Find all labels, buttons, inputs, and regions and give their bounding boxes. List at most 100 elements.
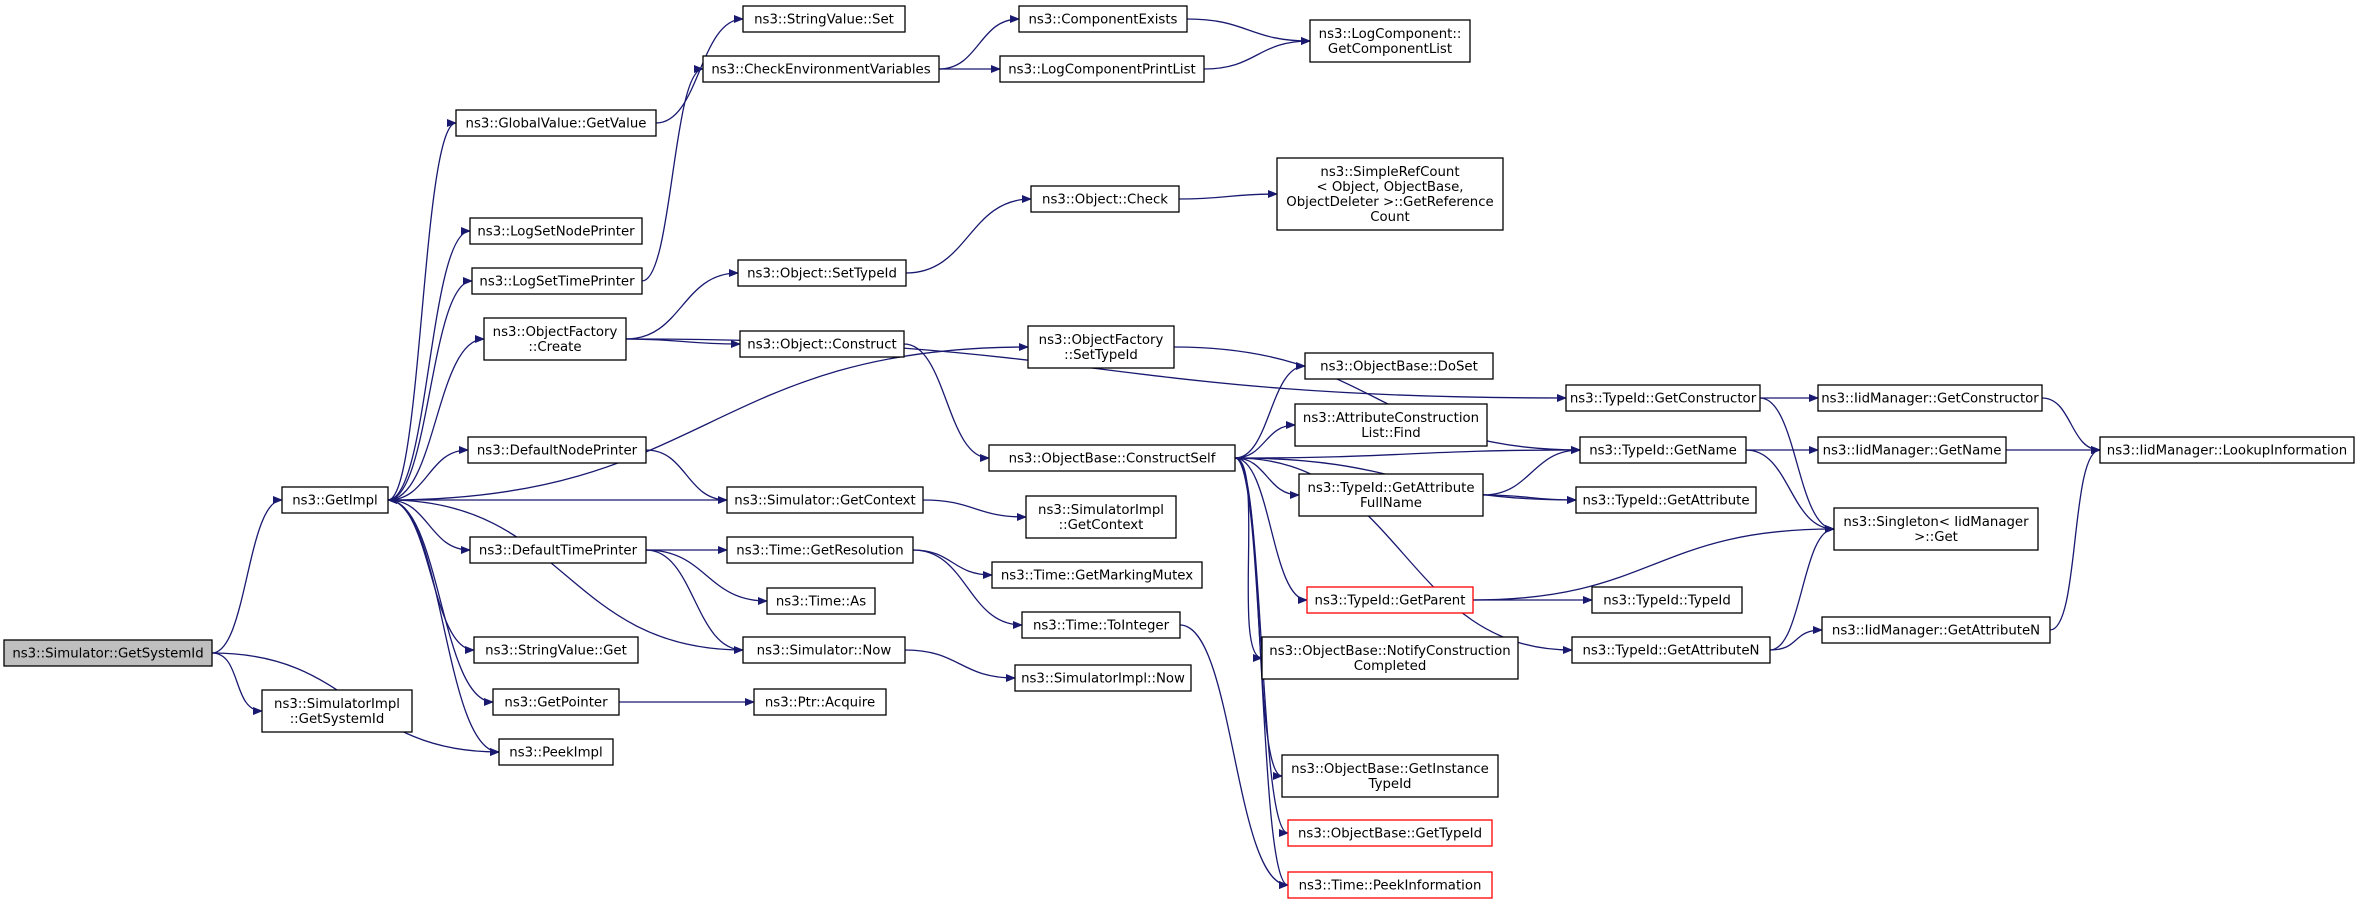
- edge-line: [1234, 457, 1308, 604]
- node-simimpl-getcontext[interactable]: ns3::SimulatorImpl::GetContext: [1025, 495, 1177, 539]
- node-label: ns3::LogSetTimePrinter: [479, 275, 635, 290]
- node-label: ns3::IidManager::LookupInformation: [2107, 444, 2347, 459]
- node-iidmanager-lookupinformation[interactable]: ns3::IidManager::LookupInformation: [2099, 436, 2355, 464]
- edge-line: [1234, 421, 1296, 459]
- node-label: TypeId: [1368, 777, 1412, 792]
- node-typeid-getname[interactable]: ns3::TypeId::GetName: [1579, 436, 1747, 464]
- node-label: ns3::ObjectFactory: [1039, 333, 1164, 348]
- node-typeid-getconstructor[interactable]: ns3::TypeId::GetConstructor: [1565, 384, 1761, 412]
- node-simimpl-now[interactable]: ns3::SimulatorImpl::Now: [1014, 664, 1192, 692]
- edge-line: [903, 343, 990, 462]
- node-label: List::Find: [1361, 426, 1420, 441]
- node-label: ns3::AttributeConstruction: [1303, 411, 1479, 426]
- node-logcomponent-getlist[interactable]: ns3::LogComponent::GetComponentList: [1309, 19, 1471, 63]
- node-simulator-getcontext[interactable]: ns3::Simulator::GetContext: [726, 486, 924, 514]
- node-label: ns3::Object::SetTypeId: [747, 267, 897, 282]
- node-label: ns3::SimpleRefCount: [1320, 165, 1459, 180]
- node-object-construct[interactable]: ns3::Object::Construct: [739, 330, 905, 358]
- node-label: ns3::TypeId::GetAttributeN: [1583, 644, 1760, 659]
- node-objectfactory-create[interactable]: ns3::ObjectFactory::Create: [483, 317, 627, 361]
- node-objectbase-gettypeid[interactable]: ns3::ObjectBase::GetTypeId: [1287, 819, 1493, 847]
- node-box: [483, 317, 627, 361]
- node-time-peekinformation[interactable]: ns3::Time::PeekInformation: [1287, 871, 1493, 899]
- node-stringvalue-get[interactable]: ns3::StringValue::Get: [473, 636, 639, 664]
- node-box: [473, 636, 639, 664]
- node-simimpl-getsystemid[interactable]: ns3::SimulatorImpl::GetSystemId: [261, 689, 413, 733]
- edge-objectfactory-settypeid-to-typeid-getname: [1173, 346, 1581, 454]
- edge-line: [1203, 37, 1311, 70]
- node-label: ns3::GlobalValue::GetValue: [466, 117, 647, 132]
- node-typeid-getparent[interactable]: ns3::TypeId::GetParent: [1306, 586, 1474, 614]
- node-box: [281, 486, 389, 514]
- node-componentexists[interactable]: ns3::ComponentExists: [1018, 5, 1188, 33]
- node-peekimpl[interactable]: ns3::PeekImpl: [498, 738, 614, 766]
- edge-typeid-getname-to-singleton-iidmanager-get: [1745, 449, 1835, 533]
- node-getimpl[interactable]: ns3::GetImpl: [281, 486, 389, 514]
- edge-defaulttimeprinter-to-simulator-now: [645, 549, 744, 654]
- edge-checkenvvars-to-componentexists: [938, 15, 1020, 70]
- node-box: [999, 55, 1205, 83]
- edge-line: [387, 499, 500, 756]
- edge-line: [1234, 362, 1306, 459]
- node-getsystemid[interactable]: ns3::Simulator::GetSystemId: [3, 639, 213, 667]
- node-label: ns3::Object::Construct: [747, 338, 896, 353]
- edge-componentexists-to-logcomponent-getlist: [1186, 18, 1311, 45]
- edge-getsystemid-to-getimpl: [211, 496, 283, 654]
- edge-objectfactory-create-to-object-settypeid: [625, 269, 739, 340]
- node-typeid-typeid[interactable]: ns3::TypeId::TypeId: [1591, 586, 1743, 614]
- node-typeid-getattributen[interactable]: ns3::TypeId::GetAttributeN: [1571, 636, 1771, 664]
- node-box: [469, 536, 647, 564]
- node-time-tointeger[interactable]: ns3::Time::ToInteger: [1021, 611, 1181, 639]
- node-time-getmarkingmutex[interactable]: ns3::Time::GetMarkingMutex: [991, 561, 1203, 589]
- node-stringvalue-set[interactable]: ns3::StringValue::Set: [742, 5, 906, 33]
- edge-line: [641, 65, 704, 282]
- nodes-layer: ns3::Simulator::GetSystemIdns3::Simulato…: [3, 5, 2355, 899]
- node-simulator-now[interactable]: ns3::Simulator::Now: [742, 636, 906, 664]
- node-box: [1021, 611, 1181, 639]
- node-box: [726, 536, 914, 564]
- node-iidmanager-getname[interactable]: ns3::IidManager::GetName: [1817, 436, 2007, 464]
- node-iidmanager-getconstructor[interactable]: ns3::IidManager::GetConstructor: [1817, 384, 2043, 412]
- node-box: [3, 639, 213, 667]
- edge-line: [1179, 624, 1289, 889]
- node-box: [1565, 384, 1761, 412]
- node-objectfactory-settypeid[interactable]: ns3::ObjectFactory::SetTypeId: [1027, 325, 1175, 369]
- node-simplerefcount[interactable]: ns3::SimpleRefCount< Object, ObjectBase,…: [1276, 157, 1504, 231]
- node-ptr-acquire[interactable]: ns3::Ptr::Acquire: [753, 688, 887, 716]
- node-singleton-iidmanager-get[interactable]: ns3::Singleton< IidManager >::Get: [1833, 507, 2039, 551]
- edge-getimpl-to-objectfactory-create: [387, 335, 485, 501]
- node-globalvalue-getvalue[interactable]: ns3::GlobalValue::GetValue: [455, 109, 657, 137]
- node-constructself[interactable]: ns3::ObjectBase::ConstructSelf: [988, 444, 1236, 472]
- node-box: [469, 217, 643, 245]
- node-defaultnodeprinter[interactable]: ns3::DefaultNodePrinter: [467, 436, 647, 464]
- node-label: ns3::TypeId::GetAttribute: [1307, 481, 1474, 496]
- node-object-check[interactable]: ns3::Object::Check: [1030, 185, 1180, 213]
- node-label: ns3::Object::Check: [1042, 193, 1168, 208]
- node-objectbase-doset[interactable]: ns3::ObjectBase::DoSet: [1304, 352, 1494, 380]
- node-object-settypeid[interactable]: ns3::Object::SetTypeId: [737, 259, 907, 287]
- node-objectbase-notifyconstruction[interactable]: ns3::ObjectBase::NotifyConstructionCompl…: [1261, 636, 1519, 680]
- edge-simulator-getcontext-to-simimpl-getcontext: [922, 499, 1027, 521]
- edge-simulator-now-to-simimpl-now: [904, 649, 1016, 682]
- node-box: [1833, 507, 2039, 551]
- edge-line: [625, 269, 739, 340]
- node-getpointer[interactable]: ns3::GetPointer: [492, 688, 620, 716]
- node-iidmanager-getattributen[interactable]: ns3::IidManager::GetAttributeN: [1821, 616, 2051, 644]
- node-typeid-getattribute[interactable]: ns3::TypeId::GetAttribute: [1575, 486, 1757, 514]
- node-time-getresolution[interactable]: ns3::Time::GetResolution: [726, 536, 914, 564]
- node-logcomponentprintlist[interactable]: ns3::LogComponentPrintList: [999, 55, 1205, 83]
- node-logsettimeprinter[interactable]: ns3::LogSetTimePrinter: [471, 267, 643, 295]
- node-label: ns3::SimulatorImpl: [1038, 503, 1164, 518]
- edge-getimpl-to-objectfactory-settypeid: [387, 343, 1029, 501]
- node-label: >::Get: [1914, 530, 1958, 545]
- node-checkenvvars[interactable]: ns3::CheckEnvironmentVariables: [702, 55, 940, 83]
- node-defaulttimeprinter[interactable]: ns3::DefaultTimePrinter: [469, 536, 647, 564]
- node-logsetnodeprinter[interactable]: ns3::LogSetNodePrinter: [469, 217, 643, 245]
- node-label: ns3::ObjectFactory: [493, 325, 618, 340]
- node-box: [1575, 486, 1757, 514]
- node-time-as[interactable]: ns3::Time::As: [766, 587, 876, 615]
- node-box: [742, 636, 906, 664]
